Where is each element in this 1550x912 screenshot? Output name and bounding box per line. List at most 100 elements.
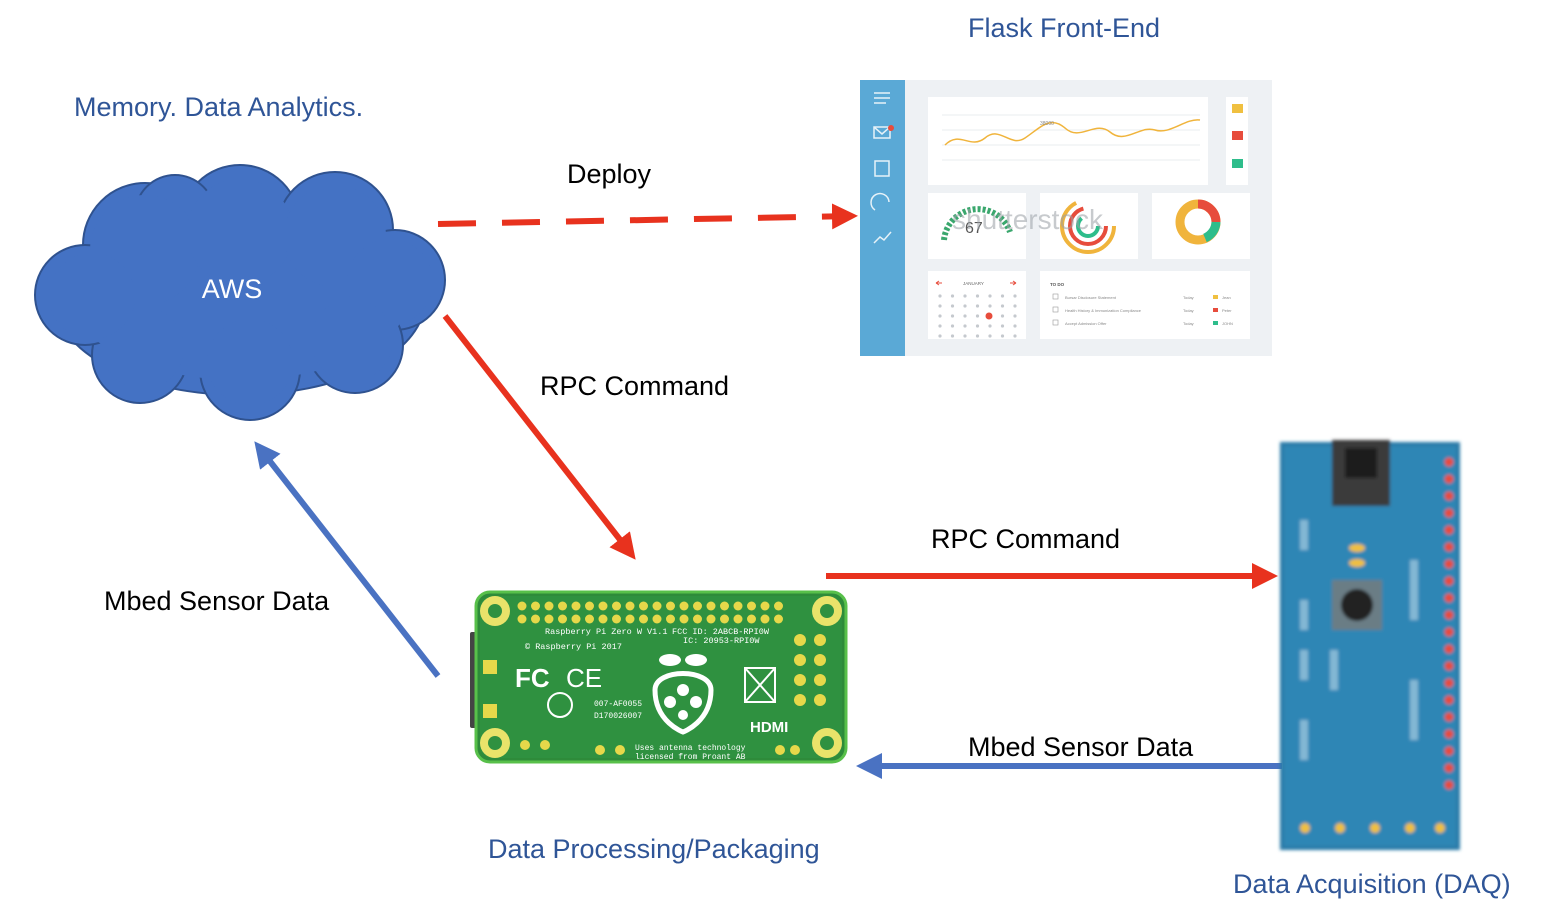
rpc-command-label-1: RPC Command: [540, 371, 730, 401]
svg-text:Accept Admission Offer: Accept Admission Offer: [1065, 321, 1107, 326]
gpio-hole: [679, 601, 689, 611]
calendar-day: [1000, 294, 1005, 298]
gpio-hole: [720, 601, 729, 611]
gpio-hole: [693, 601, 702, 611]
svg-text:FCC ID: 2ABCB-RPI0W: FCC ID: 2ABCB-RPI0W: [672, 627, 770, 637]
calendar-day: [938, 314, 942, 318]
svg-text:38000: 38000: [1040, 121, 1054, 127]
calendar-day: [1000, 304, 1005, 308]
calendar-day: [1000, 334, 1005, 338]
gpio-hole: [760, 601, 770, 611]
svg-text:Raspberry Pi Zero W V1.1: Raspberry Pi Zero W V1.1: [545, 627, 667, 637]
calendar-day: [975, 334, 980, 338]
rpc-command-arrow-aws-to-pi: [442, 314, 636, 560]
calendar-day: [975, 324, 980, 328]
mbed-sensor-data-label-1: Mbed Sensor Data: [104, 586, 330, 616]
calendar-day: [988, 294, 992, 298]
calendar-day: [950, 294, 955, 298]
mbed-sensor-data-arrow-pi-to-aws: [254, 441, 441, 678]
gauge-icon: [870, 192, 890, 211]
gpio-hole: [693, 614, 702, 624]
gpio-hole: [558, 614, 567, 624]
aws-label: AWS: [202, 274, 263, 304]
mbed-pin: [1444, 508, 1454, 518]
calendar-day: [950, 324, 955, 328]
calendar-day: [938, 294, 942, 298]
calendar-day: [1000, 314, 1005, 318]
gpio-hole: [774, 614, 783, 624]
gpio-hole: [747, 614, 756, 624]
calendar-day: [950, 334, 955, 338]
calendar-day: [950, 314, 955, 318]
gpio-hole: [652, 601, 662, 611]
data-processing-label: Data Processing/Packaging: [488, 834, 820, 864]
calendar-day: [975, 314, 980, 318]
raspberry-logo: [652, 654, 714, 735]
calendar-day: [938, 334, 942, 338]
calendar-day: [1013, 324, 1017, 328]
data-acquisition-label: Data Acquisition (DAQ): [1233, 869, 1511, 899]
mbed-pin: [1444, 559, 1454, 569]
gpio-hole: [571, 601, 581, 611]
rpc-command-label-2: RPC Command: [931, 524, 1121, 554]
calendar-day: [1013, 314, 1017, 318]
calendar-day: [988, 324, 992, 328]
calendar-day: [963, 314, 967, 318]
gpio-hole: [639, 601, 648, 611]
gpio-hole: [612, 601, 621, 611]
gauge-value: 67: [965, 220, 983, 237]
deploy-arrow: [437, 203, 858, 230]
gpio-hole: [666, 614, 675, 624]
mbed-pin: [1444, 729, 1454, 739]
svg-text:007-AF0055: 007-AF0055: [594, 700, 642, 709]
svg-text:Today: Today: [1183, 295, 1194, 300]
mbed-pin: [1444, 712, 1454, 722]
gpio-hole: [666, 601, 675, 611]
calendar-day: [938, 324, 942, 328]
gpio-hole: [544, 601, 554, 611]
svg-text:Jean: Jean: [1222, 295, 1231, 300]
gpio-hole: [571, 614, 581, 624]
mbed-pin: [1444, 525, 1454, 535]
svg-text:Health History & Immunization: Health History & Immunization Compliance: [1065, 308, 1142, 313]
mbed-pin: [1444, 644, 1454, 654]
svg-text:JANUARY: JANUARY: [963, 281, 984, 286]
svg-text:IC: 20953-RPI0W: IC: 20953-RPI0W: [683, 636, 760, 646]
gpio-hole: [585, 601, 594, 611]
mbed-pin: [1444, 474, 1454, 484]
calendar-day: [1000, 324, 1005, 328]
gpio-hole: [598, 614, 608, 624]
svg-text:Uses antenna technology: Uses antenna technology: [635, 744, 746, 753]
gpio-hole: [598, 601, 608, 611]
svg-text:TO DO: TO DO: [1050, 282, 1065, 287]
mbed-pin: [1444, 746, 1454, 756]
svg-text:Today: Today: [1183, 321, 1194, 326]
mbed-sensor-data-label-2: Mbed Sensor Data: [968, 732, 1194, 762]
gpio-hole: [531, 614, 540, 624]
gpio-hole: [531, 601, 540, 611]
svg-text:HDMI: HDMI: [750, 719, 788, 736]
calendar-day: [975, 304, 980, 308]
gpio-hole: [747, 601, 756, 611]
mbed-pin: [1444, 678, 1454, 688]
svg-text:Peter: Peter: [1222, 308, 1232, 313]
ce-mark: CE: [566, 663, 602, 693]
gpio-hole: [625, 601, 635, 611]
gpio-hole: [612, 614, 621, 624]
gpio-hole: [706, 601, 716, 611]
calendar-day: [963, 294, 967, 298]
gpio-hole: [558, 601, 567, 611]
gpio-hole: [544, 614, 554, 624]
mbed-pin: [1444, 695, 1454, 705]
fc-mark: FC: [515, 663, 550, 693]
calendar-day: [963, 334, 967, 338]
mail-icon: [873, 126, 891, 139]
mbed-pin: [1444, 610, 1454, 620]
calendar-day: [963, 304, 967, 308]
flask-front-end-title: Flask Front-End: [968, 13, 1161, 43]
calendar-day: [1013, 294, 1017, 298]
calendar-day: [1013, 304, 1017, 308]
svg-text:Today: Today: [1183, 308, 1194, 313]
gpio-hole: [625, 614, 635, 624]
